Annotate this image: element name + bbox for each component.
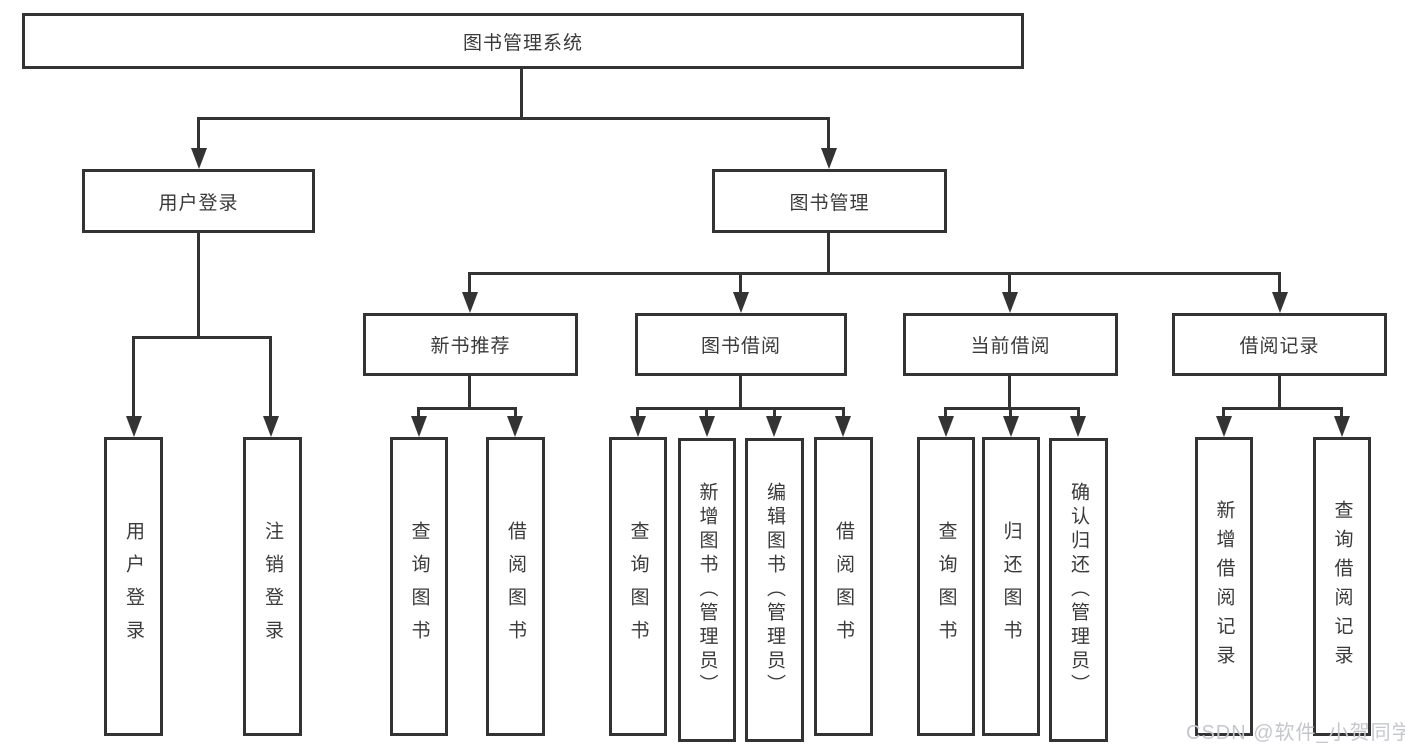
connector-vline	[944, 407, 947, 417]
connector-vline	[739, 376, 742, 407]
connector-vline	[1008, 376, 1011, 407]
arrowhead-down-icon	[938, 416, 954, 437]
node-leaf-logout: 注销登录	[243, 437, 302, 736]
node-new-book-recommend-label: 新书推荐	[430, 336, 511, 357]
node-root: 图书管理系统	[22, 13, 1024, 69]
node-user-login: 用户登录	[82, 169, 315, 233]
node-leaf-confirm-return-admin-label: 确认归还（管理员）	[1068, 482, 1089, 698]
connector-vline	[1340, 407, 1343, 417]
connector-vline	[132, 336, 135, 416]
node-user-login-label: 用户登录	[158, 192, 239, 214]
node-leaf-borrow-book: 借阅图书	[814, 437, 873, 736]
node-leaf-borrow-book-label: 借阅图书	[833, 520, 854, 653]
connector-vline	[1278, 376, 1281, 407]
connector-vline	[636, 407, 639, 417]
csdn-watermark: CSDN @软件_小贺同学	[1186, 722, 1405, 744]
node-new-book-recommend: 新书推荐	[363, 313, 578, 376]
node-leaf-return-book: 归还图书	[982, 437, 1040, 736]
node-leaf-query-book-current: 查询图书	[917, 437, 975, 736]
connector-vline	[1077, 407, 1080, 417]
node-leaf-query-book-current-label: 查询图书	[935, 520, 957, 653]
connector-vline	[1222, 407, 1225, 417]
node-borrow-records-label: 借阅记录	[1239, 336, 1320, 357]
node-leaf-confirm-return-admin: 确认归还（管理员）	[1049, 438, 1108, 742]
node-leaf-borrow-book-recommend: 借阅图书	[486, 437, 545, 736]
node-current-borrowing: 当前借阅	[903, 313, 1118, 376]
node-leaf-query-book-borrowing-label: 查询图书	[627, 520, 649, 653]
arrowhead-down-icon	[507, 416, 523, 437]
node-leaf-add-borrow-record: 新增借阅记录	[1195, 437, 1253, 736]
connector-vline	[197, 233, 200, 336]
connector-hline	[468, 272, 1281, 275]
connector-vline	[417, 407, 420, 417]
arrowhead-down-icon	[263, 416, 279, 437]
arrowhead-down-icon	[1002, 292, 1018, 313]
node-root-label: 图书管理系统	[462, 32, 583, 54]
connector-vline	[197, 117, 200, 150]
connector-vline	[1009, 407, 1012, 417]
node-leaf-add-book-admin: 新增图书（管理员）	[678, 438, 736, 742]
node-leaf-query-book-borrowing: 查询图书	[609, 437, 667, 736]
arrowhead-down-icon	[411, 416, 427, 437]
node-leaf-query-borrow-record-label: 查询借阅记录	[1331, 499, 1353, 674]
connector-vline	[1008, 272, 1011, 293]
connector-vline	[1278, 272, 1281, 293]
arrowhead-down-icon	[821, 148, 837, 169]
arrowhead-down-icon	[191, 148, 207, 169]
node-leaf-borrow-book-recommend-label: 借阅图书	[505, 520, 526, 653]
arrowhead-down-icon	[630, 416, 646, 437]
arrowhead-down-icon	[766, 416, 782, 437]
connector-vline	[514, 407, 517, 417]
node-leaf-edit-book-admin: 编辑图书（管理员）	[745, 438, 804, 742]
arrowhead-down-icon	[835, 416, 851, 437]
node-leaf-query-book-recommend: 查询图书	[390, 437, 448, 736]
arrowhead-down-icon	[126, 416, 142, 437]
node-leaf-query-book-recommend-label: 查询图书	[408, 520, 430, 653]
connector-vline	[842, 407, 845, 417]
arrowhead-down-icon	[1334, 416, 1350, 437]
connector-hline	[417, 407, 517, 410]
node-leaf-user-login-label: 用户登录	[123, 520, 144, 653]
node-borrow-records: 借阅记录	[1172, 313, 1387, 376]
arrowhead-down-icon	[462, 292, 478, 313]
arrowhead-down-icon	[699, 416, 715, 437]
connector-vline	[468, 272, 471, 293]
node-leaf-add-borrow-record-label: 新增借阅记录	[1213, 499, 1235, 674]
arrowhead-down-icon	[1070, 416, 1086, 437]
arrowhead-down-icon	[1003, 416, 1019, 437]
node-leaf-logout-label: 注销登录	[262, 520, 283, 653]
connector-vline	[739, 272, 742, 293]
node-leaf-add-book-admin-label: 新增图书（管理员）	[696, 482, 718, 698]
connector-hline	[197, 117, 830, 120]
connector-hline	[944, 407, 1080, 410]
node-leaf-query-borrow-record: 查询借阅记录	[1313, 437, 1371, 736]
node-book-borrowing-label: 图书借阅	[700, 336, 781, 357]
connector-vline	[827, 233, 830, 275]
node-current-borrowing-label: 当前借阅	[970, 336, 1051, 357]
arrowhead-down-icon	[1216, 416, 1232, 437]
arrowhead-down-icon	[733, 292, 749, 313]
connector-vline	[269, 336, 272, 416]
connector-vline	[773, 407, 776, 417]
node-leaf-edit-book-admin-label: 编辑图书（管理员）	[764, 482, 785, 698]
node-leaf-user-login: 用户登录	[104, 437, 163, 736]
connector-vline	[827, 117, 830, 150]
node-book-management-label: 图书管理	[789, 192, 870, 214]
connector-vline	[520, 68, 523, 118]
connector-hline	[1222, 407, 1343, 410]
arrowhead-down-icon	[1272, 292, 1288, 313]
connector-hline	[636, 407, 845, 410]
connector-vline	[468, 376, 471, 407]
node-leaf-return-book-label: 归还图书	[1000, 520, 1022, 653]
node-book-management: 图书管理	[712, 169, 947, 233]
connector-vline	[705, 407, 708, 417]
node-book-borrowing: 图书借阅	[635, 313, 847, 376]
connector-hline	[132, 336, 272, 339]
